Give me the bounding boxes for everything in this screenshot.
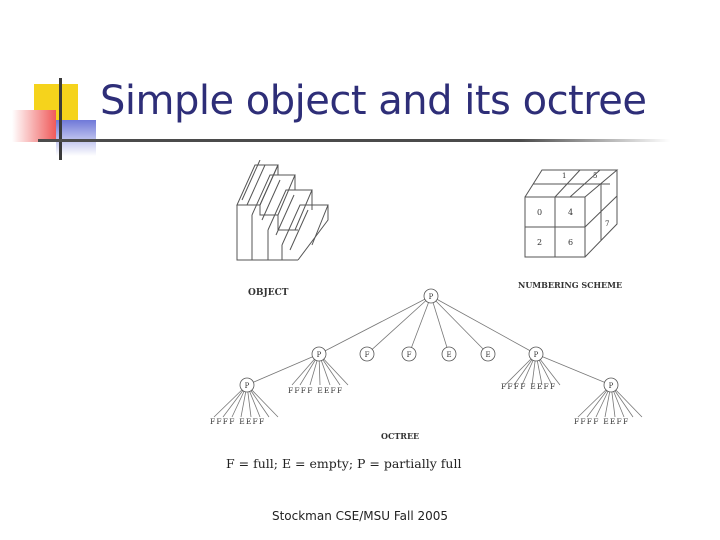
level2-node-circle (239, 377, 255, 393)
level1-node-circle (528, 346, 544, 362)
decor-red-square (12, 110, 56, 142)
octree-diagram: OBJECT 0 4 2 6 1 5 7 NUMBERING SCHEME (210, 159, 643, 471)
object-label: OBJECT (248, 288, 289, 298)
octree-figure: OBJECT 0 4 2 6 1 5 7 NUMBERING SCHEME (200, 159, 650, 484)
level2-node-circle (603, 377, 619, 393)
decor-blue-square (56, 120, 96, 156)
slide-title: Simple object and its octree (100, 78, 647, 124)
level2-left-node: P (245, 382, 250, 390)
numbering-cube-drawing (524, 169, 619, 258)
decor-vertical-line (59, 78, 62, 160)
level2-right-node: P (609, 382, 614, 390)
cube-top-5: 5 (593, 172, 597, 180)
cube-top-1: 1 (562, 172, 566, 180)
level1-node-2: F (407, 351, 412, 359)
root-node-circle (423, 288, 439, 304)
octree-edges (213, 295, 643, 418)
octree-label: OCTREE (381, 431, 419, 441)
cube-cell-4: 4 (568, 208, 573, 217)
cube-cell-2: 2 (537, 238, 542, 247)
level1-node-5: P (534, 351, 539, 359)
level1-node-0: P (317, 351, 322, 359)
level1-node-4: E (485, 351, 490, 359)
leaf-labels-lower-left: FFFF EEFF (210, 417, 265, 426)
slide-footer: Stockman CSE/MSU Fall 2005 (271, 509, 449, 523)
object-staircase-drawing (236, 159, 329, 261)
level1-node-3: E (446, 351, 451, 359)
level1-node-circle (480, 346, 496, 362)
level1-node-circle (441, 346, 457, 362)
level1-node-1: F (365, 351, 370, 359)
legend-text: F = full; E = empty; P = partially full (226, 456, 461, 471)
cube-cell-6: 6 (568, 238, 573, 247)
leaf-labels-upper-left: FFFF EEFF (288, 386, 343, 395)
numbering-scheme-label: NUMBERING SCHEME (518, 280, 622, 290)
title-underline (38, 139, 670, 142)
octree-nodes (239, 288, 619, 393)
leaf-labels-lower-right: FFFF EEFF (574, 417, 629, 426)
cube-cell-0: 0 (537, 208, 542, 217)
root-node-label: P (429, 293, 434, 301)
leaf-labels-upper-right: FFFF EEFF (501, 382, 556, 391)
title-underline-fade (520, 139, 670, 142)
cube-side-7: 7 (605, 220, 609, 228)
level1-node-circle (401, 346, 417, 362)
level1-node-circle (311, 346, 327, 362)
level1-node-circle (359, 346, 375, 362)
